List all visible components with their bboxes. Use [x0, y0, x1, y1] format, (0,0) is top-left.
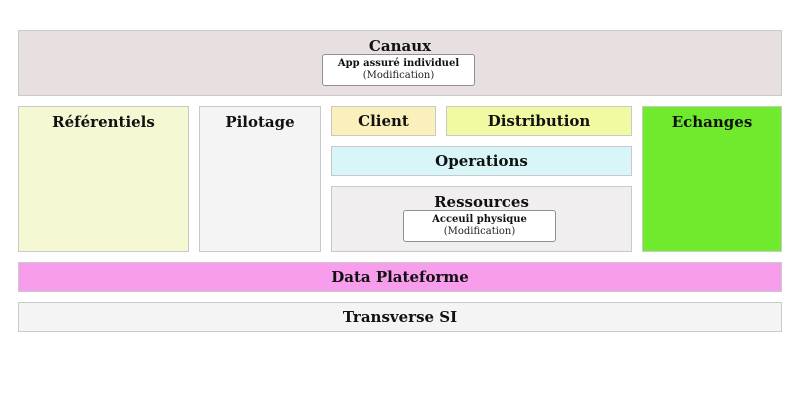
referentiels-title: Référentiels	[52, 113, 155, 131]
client-zone[interactable]: Client	[331, 106, 436, 136]
distribution-zone[interactable]: Distribution	[446, 106, 632, 136]
referentiels-zone[interactable]: Référentiels	[18, 106, 189, 252]
data-plateforme-title: Data Plateforme	[331, 268, 469, 286]
pilotage-zone[interactable]: Pilotage	[199, 106, 321, 252]
canaux-zone[interactable]: Canaux App assuré individuel (Modificati…	[18, 30, 782, 96]
transverse-si-bar[interactable]: Transverse SI	[18, 302, 782, 332]
echanges-title: Echanges	[671, 113, 753, 131]
operations-zone[interactable]: Operations	[331, 146, 632, 176]
app-assure-individuel-title: App assuré individuel	[337, 58, 460, 69]
accueil-physique-card[interactable]: Acceuil physique (Modification)	[403, 210, 556, 242]
operations-title: Operations	[435, 152, 528, 170]
pilotage-title: Pilotage	[225, 113, 295, 131]
ressources-zone[interactable]: Ressources Acceuil physique (Modificatio…	[331, 186, 632, 252]
accueil-physique-status: (Modification)	[443, 226, 516, 237]
echanges-zone[interactable]: Echanges	[642, 106, 782, 252]
ressources-title: Ressources	[434, 193, 529, 211]
distribution-title: Distribution	[487, 112, 591, 130]
app-assure-individuel-card[interactable]: App assuré individuel (Modification)	[322, 54, 475, 86]
app-assure-individuel-status: (Modification)	[362, 70, 435, 81]
accueil-physique-title: Acceuil physique	[432, 214, 527, 225]
client-title: Client	[358, 112, 409, 130]
data-plateforme-bar[interactable]: Data Plateforme	[18, 262, 782, 292]
transverse-si-title: Transverse SI	[342, 308, 458, 326]
canaux-title: Canaux	[368, 37, 432, 55]
